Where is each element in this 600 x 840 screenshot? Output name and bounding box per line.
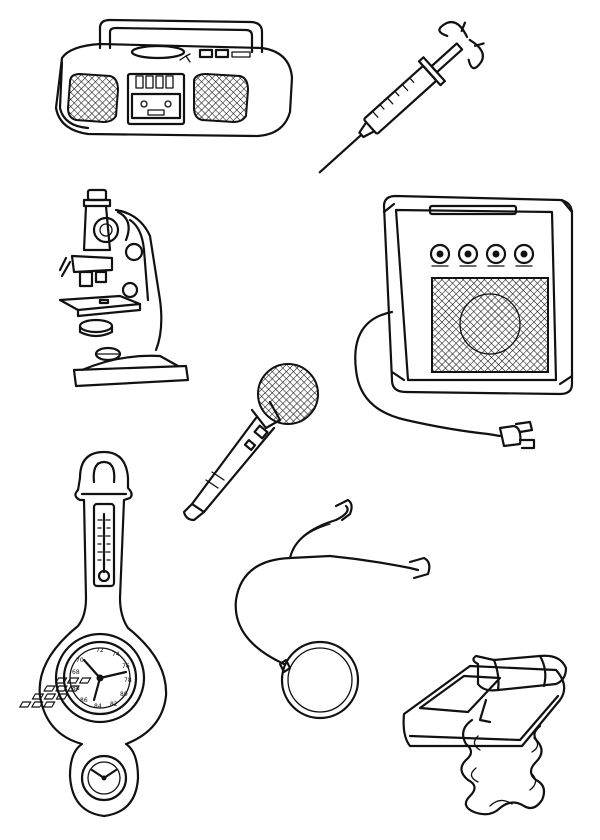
stethoscope-icon (234, 498, 431, 720)
svg-text:74: 74 (112, 651, 120, 658)
svg-text:78: 78 (124, 677, 132, 684)
svg-text:70: 70 (76, 657, 84, 664)
svg-text:80: 80 (120, 691, 128, 698)
svg-text:72: 72 (96, 647, 104, 654)
boombox-icon (54, 18, 294, 138)
barometer-thermometer-icon: 72 74 76 78 80 82 84 86 88 68 70 (38, 450, 168, 818)
keypad-keys (19, 677, 92, 708)
svg-text:68: 68 (72, 669, 80, 676)
svg-text:82: 82 (110, 701, 118, 708)
svg-text:84: 84 (94, 703, 102, 710)
desk-telephone-icon (19, 654, 568, 816)
svg-text:88: 88 (72, 685, 80, 692)
microphone-icon (182, 363, 319, 522)
dial-numerals: 72 74 76 78 80 82 84 86 88 68 70 (72, 647, 132, 710)
svg-text:76: 76 (122, 663, 130, 670)
microscope-icon (58, 188, 190, 388)
guitar-amplifier-icon (354, 194, 574, 450)
syringe-icon (318, 21, 485, 174)
svg-text:86: 86 (80, 697, 88, 704)
amp-knobs (429, 243, 535, 267)
